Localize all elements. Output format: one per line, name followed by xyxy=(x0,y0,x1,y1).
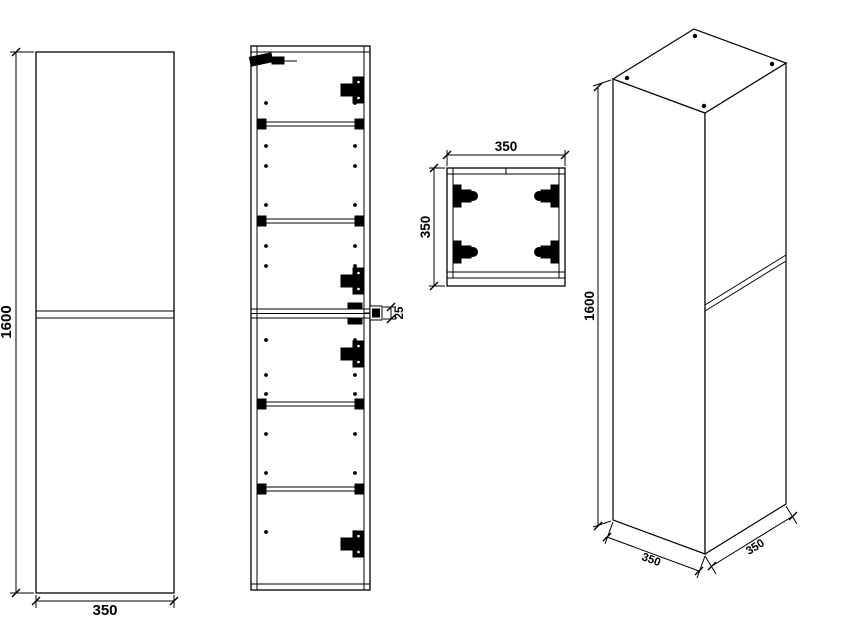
front-width-label: 350 xyxy=(92,602,117,618)
shelf xyxy=(256,398,365,410)
top-width-label: 350 xyxy=(495,139,518,154)
front-door-gap xyxy=(36,310,174,319)
hinge-icon xyxy=(340,340,365,368)
shelf-pin xyxy=(256,215,267,227)
section-view: 25 xyxy=(248,45,406,591)
iso-side-face xyxy=(612,78,706,555)
hinge-icon xyxy=(340,267,365,295)
top-width-dimension: 350 xyxy=(442,139,570,166)
top-depth-dimension: 350 xyxy=(418,163,445,291)
hinge-icon xyxy=(534,184,560,208)
middle-bracket xyxy=(347,302,383,325)
iso-height-label: 1600 xyxy=(582,291,597,321)
hinge-icon xyxy=(340,530,365,558)
gap-label: 25 xyxy=(394,306,406,319)
top-inner-frame xyxy=(447,168,565,279)
top-outline xyxy=(446,167,566,287)
hinge-icon xyxy=(452,184,478,208)
shelf-pin xyxy=(354,398,365,410)
extension-line xyxy=(785,505,798,525)
front-elevation-view: 1600 350 xyxy=(0,47,179,618)
hinge-icon xyxy=(452,240,478,264)
extension-line xyxy=(592,520,612,528)
hinge-icon xyxy=(534,240,560,264)
iso-cabinet-body xyxy=(611,28,788,556)
front-cabinet-outline xyxy=(35,51,175,594)
top-depth-label: 350 xyxy=(418,216,433,239)
shelf-pin xyxy=(354,118,365,130)
iso-door-gap xyxy=(704,254,787,312)
iso-depth-label: 350 xyxy=(640,551,662,569)
iso-front-face xyxy=(704,61,787,556)
iso-top-screw-holes xyxy=(624,33,775,109)
front-height-dimension: 1600 xyxy=(0,47,34,598)
shelf-pin xyxy=(256,398,267,410)
top-view: 350 350 xyxy=(418,139,570,291)
extension-line xyxy=(696,555,706,579)
shelf-holes xyxy=(264,101,357,534)
shelf-pin xyxy=(256,483,267,495)
shelf xyxy=(256,483,365,495)
shelf-pin xyxy=(256,118,267,130)
iso-top-face xyxy=(611,28,788,114)
isometric-view: 1600 350 350 xyxy=(582,28,798,579)
shelf-pin xyxy=(354,483,365,495)
gap-dimension: 25 xyxy=(383,302,406,324)
hinge-icon xyxy=(340,76,365,104)
iso-width-label: 350 xyxy=(744,537,767,557)
dimension-line xyxy=(711,515,794,567)
shelf xyxy=(256,215,365,227)
shelf xyxy=(256,118,365,130)
section-middle-divider xyxy=(251,308,370,319)
dimension-line xyxy=(606,536,700,572)
front-height-label: 1600 xyxy=(0,305,15,338)
hinge-top-left-icon xyxy=(248,52,297,67)
iso-height-dimension: 1600 xyxy=(582,79,612,531)
extension-line xyxy=(604,521,614,545)
extension-line xyxy=(704,555,717,575)
shelf-pin xyxy=(354,215,365,227)
front-width-dimension: 350 xyxy=(31,595,179,618)
